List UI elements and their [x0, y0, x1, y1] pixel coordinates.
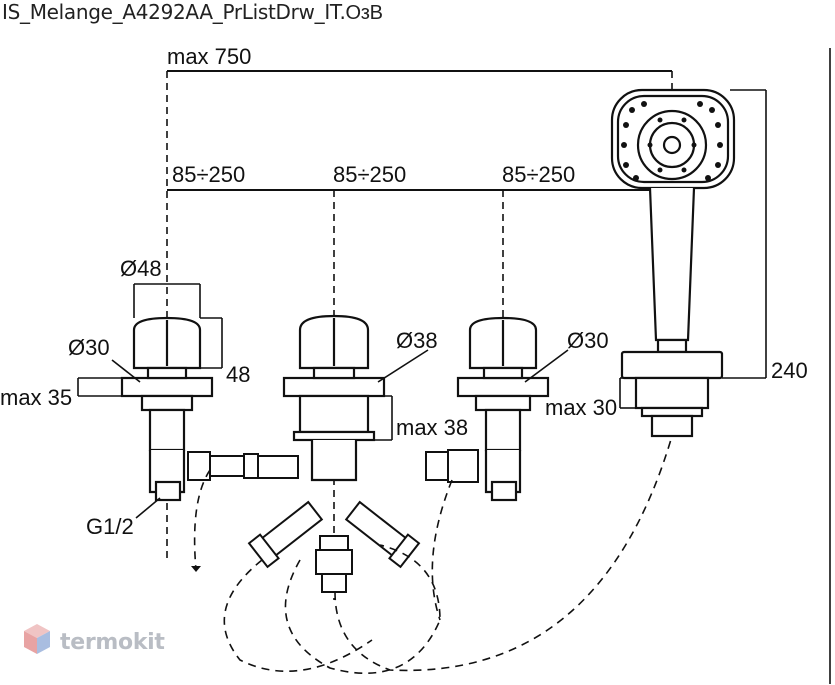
dimension-labels: max 750 85÷250 85÷250 85÷250 Ø48 48 Ø30 … — [0, 44, 808, 539]
hand-shower — [610, 88, 736, 438]
label-max-38: max 38 — [396, 415, 468, 440]
drawing-title: IS_Melange_A4292AA_PrListDrw_IT.OзB — [2, 0, 383, 25]
label-max-35: max 35 — [0, 385, 72, 410]
label-diam-38: Ø38 — [396, 328, 438, 353]
label-height-240: 240 — [771, 358, 808, 383]
label-thread: G1/2 — [86, 514, 134, 539]
label-max-30: max 30 — [545, 395, 617, 420]
title-main: IS_Melange_A4292AA_PrListDrw_IT. — [2, 0, 346, 24]
watermark-text: termokit — [60, 629, 165, 655]
left-valve — [120, 316, 214, 502]
label-diam-30-left: Ø30 — [68, 335, 110, 360]
hose-connectors — [187, 449, 479, 593]
label-max-750: max 750 — [167, 44, 251, 69]
right-valve — [456, 316, 550, 502]
shower-nozzles — [621, 101, 723, 181]
dimension-helpers — [77, 48, 831, 684]
cube-logo-icon — [24, 624, 50, 654]
title-suffix: OзB — [345, 2, 383, 24]
label-spacing-mid: 85÷250 — [333, 162, 406, 187]
middle-valve — [282, 314, 386, 482]
label-diam-30-right: Ø30 — [567, 328, 609, 353]
label-spacing-right: 85÷250 — [502, 162, 575, 187]
label-diam-48: Ø48 — [120, 256, 162, 281]
hose-paths — [193, 435, 673, 675]
label-height-48: 48 — [226, 362, 250, 387]
watermark-logo: termokit — [22, 622, 165, 662]
flow-arrow-icon — [191, 566, 201, 572]
label-spacing-left: 85÷250 — [172, 162, 245, 187]
